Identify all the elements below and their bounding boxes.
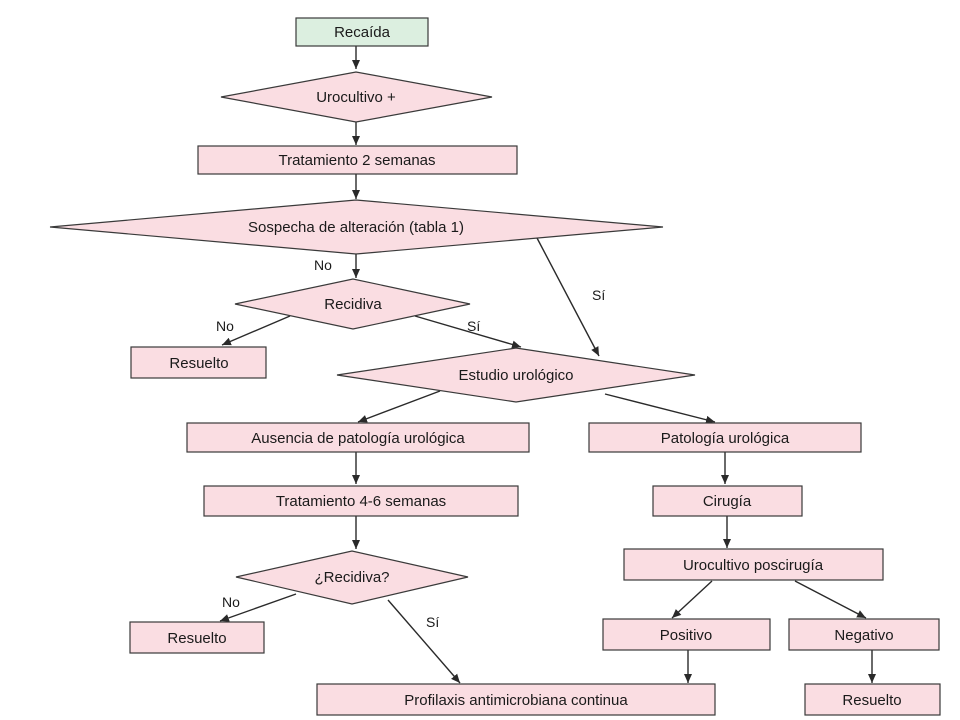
edge-recidiva2-profilaxis [387,599,461,684]
edge-label-recidiva2-si: Sí [426,614,439,630]
node-sospecha: Sospecha de alteración (tabla 1) [49,199,664,255]
edge-label-recidiva1-si: Sí [467,318,480,334]
node-urocultivo: Urocultivo + [220,71,493,123]
edge-estudio-ausencia [357,390,441,423]
node-label-profilaxis: Profilaxis antimicrobiana continua [404,692,628,709]
edge-recidiva1-resuelto1 [221,315,291,346]
node-label-recaida: Recaída [334,24,391,41]
edge-sospecha-estudio [536,237,600,357]
node-label-recidiva2: ¿Recidiva? [314,569,389,586]
node-tratamiento46: Tratamiento 4-6 semanas [203,485,519,517]
edge-label-recidiva2-no: No [222,594,240,610]
node-resuelto2: Resuelto [129,621,265,654]
node-resuelto1: Resuelto [130,346,267,379]
node-tratamiento2: Tratamiento 2 semanas [197,145,518,175]
node-label-estudio: Estudio urológico [458,367,573,384]
node-positivo: Positivo [602,618,771,651]
edge-estudio-patologia [604,393,716,424]
edge-recidiva1-estudio [414,315,522,349]
node-label-resuelto2: Resuelto [167,630,226,647]
node-label-cirugia: Cirugía [703,493,752,510]
node-label-urocultivo: Urocultivo + [316,89,396,106]
node-resuelto3: Resuelto [804,683,941,716]
edge-label-recidiva1-no: No [216,318,234,334]
edge-labels: No Sí No Sí No Sí [216,257,605,630]
node-label-recidiva1: Recidiva [324,296,382,313]
node-negativo: Negativo [788,618,940,651]
edge-urocultivo-pos-negativo [794,580,867,619]
node-label-tratamiento2: Tratamiento 2 semanas [278,152,435,169]
edge-label-sospecha-no: No [314,257,332,273]
node-profilaxis: Profilaxis antimicrobiana continua [316,683,716,716]
edges [219,46,876,684]
node-label-negativo: Negativo [834,627,893,644]
node-label-resuelto1: Resuelto [169,355,228,372]
node-label-positivo: Positivo [660,627,713,644]
node-patologia: Patología urológica [588,422,862,453]
node-label-sospecha: Sospecha de alteración (tabla 1) [248,219,464,236]
node-recaida: Recaída [295,17,429,47]
node-recidiva2: ¿Recidiva? [235,550,469,605]
edge-label-sospecha-si: Sí [592,287,605,303]
edge-urocultivo-pos-positivo [671,580,713,619]
node-label-patologia: Patología urológica [661,430,790,447]
node-urocultivo-pos: Urocultivo poscirugía [623,548,884,581]
edge-recidiva2-resuelto2 [219,593,297,622]
node-label-ausencia: Ausencia de patología urológica [251,430,465,447]
node-estudio: Estudio urológico [336,347,696,403]
node-recidiva1: Recidiva [234,278,471,330]
node-label-tratamiento46: Tratamiento 4-6 semanas [276,493,446,510]
node-cirugia: Cirugía [652,485,803,517]
node-label-resuelto3: Resuelto [842,692,901,709]
node-ausencia: Ausencia de patología urológica [186,422,530,453]
node-label-urocultivo-pos: Urocultivo poscirugía [683,557,824,574]
